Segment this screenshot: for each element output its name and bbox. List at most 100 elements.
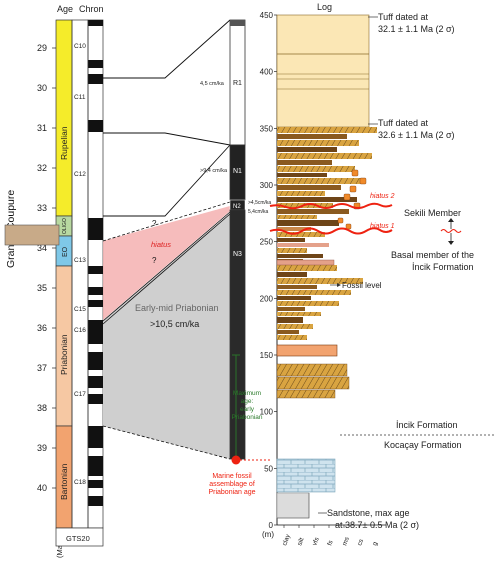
gts-column: Age Chron Rupelian OLIGO EO Priabonian B… <box>4 4 104 558</box>
log-tick-label: 100 <box>260 408 274 417</box>
rupelian-label: Rupelian <box>59 126 69 160</box>
grain-label: ms <box>341 535 351 546</box>
hiatus-2-line <box>269 202 393 210</box>
incik-formation-label: İncik Formation <box>396 420 458 430</box>
age-tick-label: 32 <box>37 163 47 173</box>
rate-n2: >4,5cm/ka <box>248 200 271 206</box>
hiatus-label: hiatus <box>151 240 171 249</box>
log-tick-label: 250 <box>260 238 274 247</box>
priabonian-period-label: Early-mid Priabonian <box>135 303 219 313</box>
chron-c12: C12 <box>74 171 86 178</box>
gts-footer: GTS20 <box>66 534 90 543</box>
hiatus-top-dash <box>102 201 231 242</box>
age-tick-label: 34 <box>37 243 47 253</box>
question-mark-1: ? <box>152 219 157 228</box>
pink-bed-upper <box>276 259 335 266</box>
orange-bed <box>276 344 338 357</box>
question-mark-2: ? <box>152 256 157 265</box>
age-tick-label: 40 <box>37 483 47 493</box>
svg-text:Priabonian: Priabonian <box>231 414 262 421</box>
unit-n2: N2 <box>233 204 241 210</box>
hiatus-1-label: hiatus 1 <box>370 223 395 230</box>
age-tick-label: 35 <box>37 283 47 293</box>
nodules <box>337 169 367 230</box>
log-tick-label: 200 <box>260 294 274 303</box>
basal-member-label-1: Basal member of the <box>391 250 474 260</box>
tuff-2-line-2: 32.6 ± 1.1 Ma (2 σ) <box>378 130 455 140</box>
polarity-bars <box>88 20 103 506</box>
svg-text:Marine fossil: Marine fossil <box>212 473 252 480</box>
age-tick-label: 39 <box>37 443 47 453</box>
svg-text:age:: age: <box>241 398 254 405</box>
svg-text:early: early <box>240 406 255 413</box>
marine-fossil-marker <box>231 455 241 465</box>
kocacay-formation-label: Kocaçay Formation <box>384 440 462 450</box>
chron-c11: C11 <box>74 94 86 101</box>
grey-sandstone <box>276 492 310 519</box>
grain-label: silt <box>296 537 305 547</box>
fossil-level-label: Fossil level <box>342 281 382 290</box>
svg-text:Priabonian age: Priabonian age <box>208 489 255 496</box>
marine-fossil-label: Marine fossil assemblage of Priabonian a… <box>208 473 255 496</box>
chron-header: Chron <box>79 4 104 14</box>
age-axis-unit: (Ma) <box>55 542 64 558</box>
oligo-label: OLIGO <box>62 218 68 234</box>
grain-label: fs <box>326 539 335 547</box>
hiatus-1-line <box>269 227 393 235</box>
age-tick-label: 29 <box>37 43 47 53</box>
tuff-unit <box>276 14 370 128</box>
chron-c10: C10 <box>74 43 86 50</box>
chron-c16: C16 <box>74 327 86 334</box>
log-tick-label: 450 <box>260 11 274 20</box>
log-ticks: 0 50 100 150 200 250 300 350 400 450 <box>260 11 277 530</box>
chron-c13: C13 <box>74 257 86 264</box>
bartonian-dash <box>102 425 231 460</box>
eo-label: EO <box>62 246 69 257</box>
rate-n1: >9,4 cm/ka <box>200 168 228 174</box>
bartonian-label: Bartonian <box>59 463 69 500</box>
tuff-1-line-1: Tuff dated at <box>378 12 429 22</box>
basal-member-label-2: İncik Formation <box>412 262 474 272</box>
chron-c15: C15 <box>74 306 86 313</box>
rate-r1: 4,5 cm/ka <box>200 81 225 87</box>
chron-c18: C18 <box>74 479 86 486</box>
hiatus-lower-lines <box>102 211 231 322</box>
age-tick-label: 31 <box>37 123 47 133</box>
age-tick-label: 33 <box>37 203 47 213</box>
hiatus-2-label: hiatus 2 <box>370 193 395 200</box>
brown-beds <box>277 127 377 340</box>
grain-label: cs <box>356 537 365 546</box>
log-tick-label: 300 <box>260 181 274 190</box>
age-tick-label: 36 <box>37 323 47 333</box>
log-tick-label: 400 <box>260 68 274 77</box>
svg-text:assemblage of: assemblage of <box>209 481 255 488</box>
grande-coupure-band <box>4 224 60 246</box>
log-unit: (m) <box>262 530 274 539</box>
lower-cross-beds <box>276 363 350 399</box>
tuff-2-line-1: Tuff dated at <box>378 118 429 128</box>
age-tick-label: 37 <box>37 363 47 373</box>
log-tick-label: 50 <box>264 464 273 473</box>
priabonian-label: Priabonian <box>59 334 69 375</box>
unit-r1: R1 <box>233 80 242 87</box>
unit-n3: N3 <box>233 251 242 258</box>
chron-labels: C10 C11 C12 C13 C15 C16 C17 C18 <box>74 43 86 486</box>
sandstone-line-1: Sandstone, max age <box>327 508 410 518</box>
log-tick-label: 350 <box>260 124 274 133</box>
grain-label: g <box>371 541 379 547</box>
tuff-1-line-2: 32.1 ± 1.1 Ma (2 σ) <box>378 24 455 34</box>
log-tick-label: 0 <box>269 521 274 530</box>
chron-c17: C17 <box>74 391 86 398</box>
limestone-unit <box>276 458 336 493</box>
unit-n1: N1 <box>233 168 242 175</box>
age-header: Age <box>57 4 73 14</box>
priabonian-area <box>103 213 230 459</box>
priabonian-rate: >10,5 cm/ka <box>150 319 199 329</box>
log-tick-label: 150 <box>260 351 274 360</box>
column-n3 <box>229 209 246 460</box>
grain-label: vfs <box>311 536 321 547</box>
